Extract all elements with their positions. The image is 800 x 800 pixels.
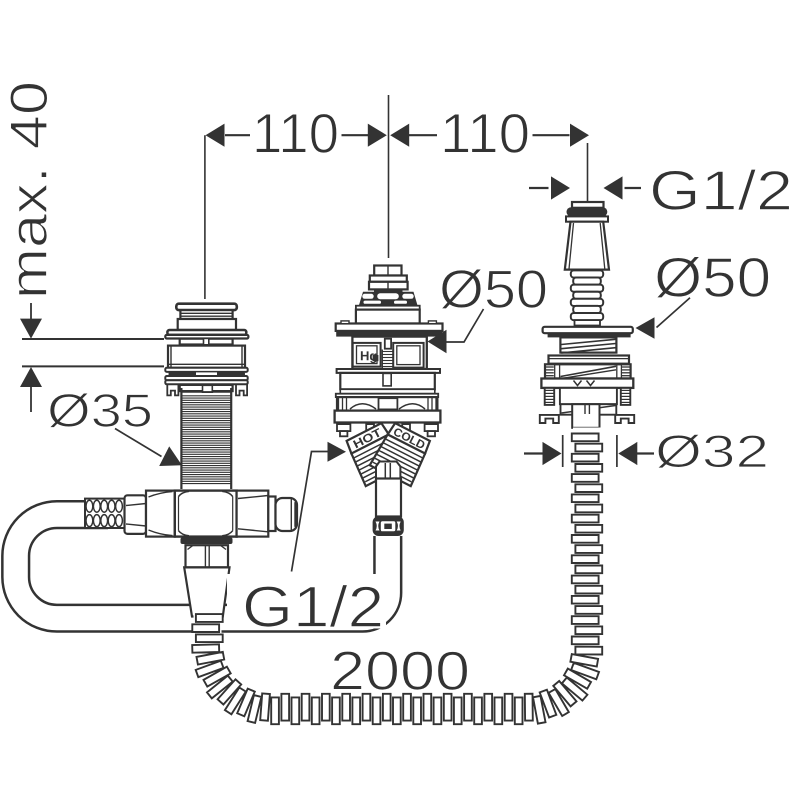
svg-text:Ø50: Ø50 <box>654 246 771 309</box>
svg-text:Ø50: Ø50 <box>439 260 548 320</box>
svg-text:110: 110 <box>252 102 339 165</box>
svg-text:Ø35: Ø35 <box>47 384 153 437</box>
svg-text:2000: 2000 <box>330 640 470 702</box>
svg-text:G1/2: G1/2 <box>242 575 384 640</box>
svg-text:max. 40: max. 40 <box>0 81 59 299</box>
svg-text:110: 110 <box>440 102 530 165</box>
svg-text:G1/2: G1/2 <box>649 159 793 222</box>
svg-text:Ø32: Ø32 <box>655 425 769 477</box>
